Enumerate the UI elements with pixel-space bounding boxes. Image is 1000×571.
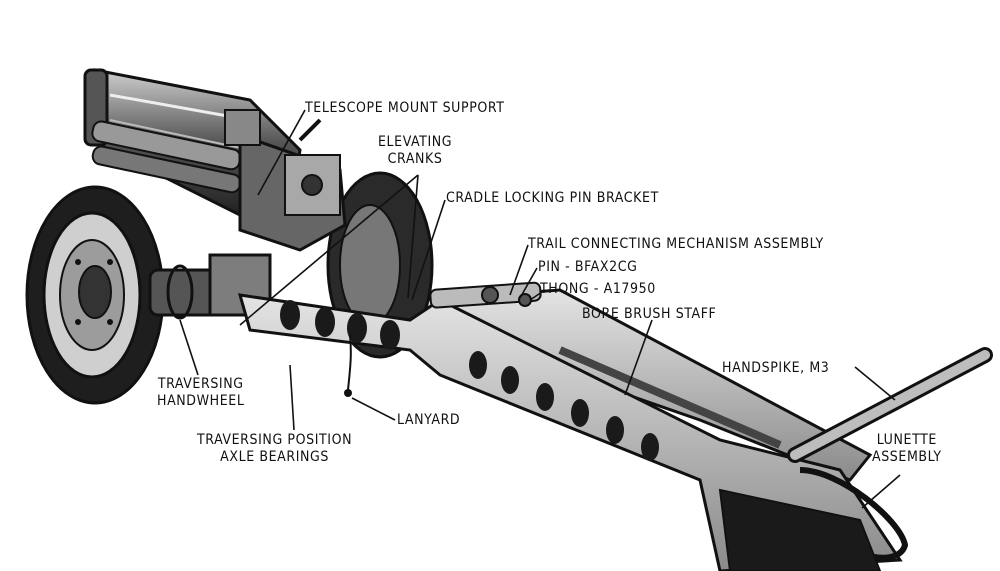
- near-wheel: [25, 185, 165, 405]
- axle: [148, 253, 272, 320]
- label-bore-brush-staff: BORE BRUSH STAFF: [582, 306, 717, 322]
- label-lanyard: LANYARD: [397, 412, 461, 428]
- label-lunette-line1: LUNETTE: [876, 432, 937, 448]
- label-elevating-cranks: ELEVATING CRANKS: [378, 134, 452, 168]
- label-traversing-handwheel-line2: HANDWHEEL: [157, 393, 245, 409]
- bore-brush-staff: [558, 346, 782, 449]
- breech-cradle: [224, 109, 347, 252]
- label-traversing-handwheel-line1: TRAVERSING: [157, 376, 244, 392]
- label-thong: THONG - A17950: [540, 281, 656, 297]
- label-elevating-cranks-line2: CRANKS: [387, 151, 443, 167]
- label-handspike: HANDSPIKE, M3: [722, 360, 830, 376]
- label-lunette-assembly: LUNETTE ASSEMBLY: [872, 432, 942, 466]
- lanyard: [344, 334, 352, 397]
- label-elevating-cranks-line1: ELEVATING: [378, 134, 453, 150]
- label-traversing-position-axle-bearings: TRAVERSING POSITION AXLE BEARINGS: [197, 432, 352, 466]
- leader-lines: [179, 109, 901, 509]
- label-cradle-locking-pin-bracket: CRADLE LOCKING PIN BRACKET: [446, 190, 659, 206]
- label-lunette-line2: ASSEMBLY: [872, 449, 942, 465]
- label-axle-bearings-line1: TRAVERSING POSITION: [197, 432, 353, 448]
- label-traversing-handwheel: TRAVERSING HANDWHEEL: [157, 376, 244, 410]
- trail-connector: [429, 281, 542, 309]
- label-pin: PIN - BFAX2CG: [538, 259, 638, 275]
- handspike: [787, 347, 993, 463]
- label-trail-connecting-mechanism: TRAIL CONNECTING MECHANISM ASSEMBLY: [528, 236, 824, 252]
- label-telescope-mount-support: TELESCOPE MOUNT SUPPORT: [305, 100, 505, 116]
- label-axle-bearings-line2: AXLE BEARINGS: [220, 449, 330, 465]
